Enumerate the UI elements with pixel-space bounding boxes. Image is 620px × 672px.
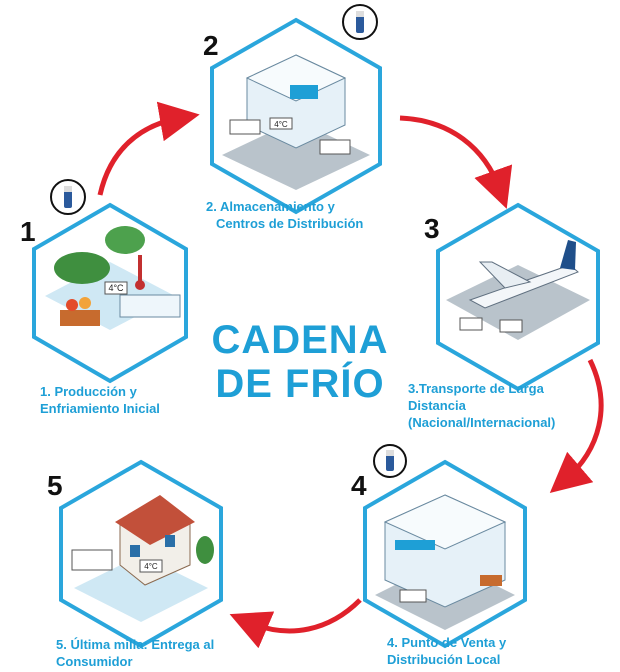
cycle-arrows — [97, 101, 604, 649]
stage-caption-4: 4. Punto de Venta y Distribución Local — [387, 634, 506, 668]
diagram-title: CADENA DE FRÍO — [180, 318, 420, 406]
arrow-2-to-3 — [399, 115, 513, 209]
badge-stage-2: 4°C — [274, 120, 288, 129]
stage-number-2: 2 — [203, 30, 219, 61]
stage-caption-3-line-3: (Nacional/Internacional) — [408, 415, 556, 430]
arrow-4-to-5 — [229, 598, 362, 649]
stage-caption-2: 2. Almacenamiento y Centros de Distribuc… — [206, 198, 363, 232]
arrow-1-to-2 — [97, 101, 200, 196]
sensor-icon-2 — [342, 4, 378, 40]
title-line-1: CADENA — [211, 318, 389, 362]
temperature-badges: 4°C 4°C 4°C — [108, 120, 287, 571]
stage-caption-1: 1. Producción y Enfriamiento Inicial — [40, 383, 160, 417]
stage-caption-2-line-1: 2. Almacenamiento y — [206, 199, 335, 214]
stage-caption-5-line-2: Consumidor — [56, 654, 133, 669]
stage-caption-3-line-2: Distancia — [408, 398, 466, 413]
arrow-3-to-4 — [549, 358, 604, 494]
stage-caption-1-line-1: 1. Producción y — [40, 384, 137, 399]
stage-number-4: 4 — [351, 470, 367, 501]
stage-caption-5: 5. Última milla: Entrega al Consumidor — [56, 636, 214, 670]
sensor-icon-4 — [373, 444, 407, 478]
stage-caption-5-line-1: 5. Última milla: Entrega al — [56, 637, 215, 652]
hex-stage-2 — [210, 17, 382, 215]
badge-stage-1: 4°C — [108, 283, 124, 293]
hex-stage-3 — [436, 202, 600, 392]
stage-caption-1-line-2: Enfriamiento Inicial — [40, 401, 160, 416]
title-line-2: DE FRÍO — [215, 362, 385, 406]
badge-stage-5: 4°C — [144, 562, 158, 571]
stage-caption-2-line-2: Centros de Distribución — [216, 216, 364, 231]
stage-caption-4-line-1: 4. Punto de Venta y — [387, 635, 507, 650]
stage-number-3: 3 — [424, 213, 440, 244]
sensor-icon-1 — [50, 179, 86, 215]
stage-caption-3: 3.Transporte de Larga Distancia (Naciona… — [408, 380, 555, 431]
stage-number-5: 5 — [47, 470, 63, 501]
hex-stage-1 — [32, 202, 188, 384]
hex-stage-5 — [59, 459, 223, 649]
stage-caption-3-line-1: 3.Transporte de Larga — [408, 381, 544, 396]
stage-caption-4-line-2: Distribución Local — [387, 652, 501, 667]
stage-number-1: 1 — [20, 216, 36, 247]
hex-stage-4 — [363, 459, 527, 649]
